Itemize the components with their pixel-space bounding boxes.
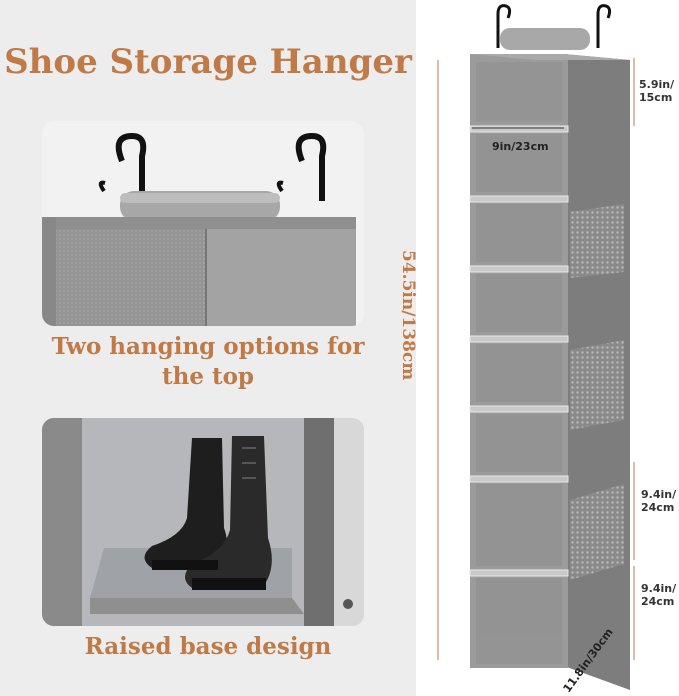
- top-shelf-dim-line-1: 5.9in/: [639, 78, 675, 91]
- caption-line-1: Two hanging options for: [51, 333, 365, 360]
- caption-line-2: the top: [161, 363, 255, 390]
- top-shelf-dim-line-2: 15cm: [639, 91, 673, 104]
- raised-base-caption: Raised base design: [84, 633, 332, 660]
- hanging-options-photo: [42, 121, 364, 326]
- shelf-b-dimension-label: 9.4in/ 24cm: [641, 582, 676, 608]
- top-shelf-dimension-label: 5.9in/ 15cm: [639, 78, 674, 104]
- height-dimension-label: 54.5in/138cm: [398, 250, 418, 381]
- raised-base-photo: [42, 418, 364, 626]
- width-dimension-label: 9in/23cm: [492, 140, 549, 153]
- organizer-illustration: [420, 0, 679, 696]
- shelf-b-dim-line-1: 9.4in/: [641, 582, 677, 595]
- page-title: Shoe Storage Hanger: [4, 42, 412, 82]
- shelf-a-dim-line-2: 24cm: [641, 501, 675, 514]
- shelf-a-dim-line-1: 9.4in/: [641, 488, 677, 501]
- shelf-b-dim-line-2: 24cm: [641, 595, 675, 608]
- shelf-a-dimension-label: 9.4in/ 24cm: [641, 488, 676, 514]
- hanging-options-caption: Two hanging options for the top: [0, 332, 416, 392]
